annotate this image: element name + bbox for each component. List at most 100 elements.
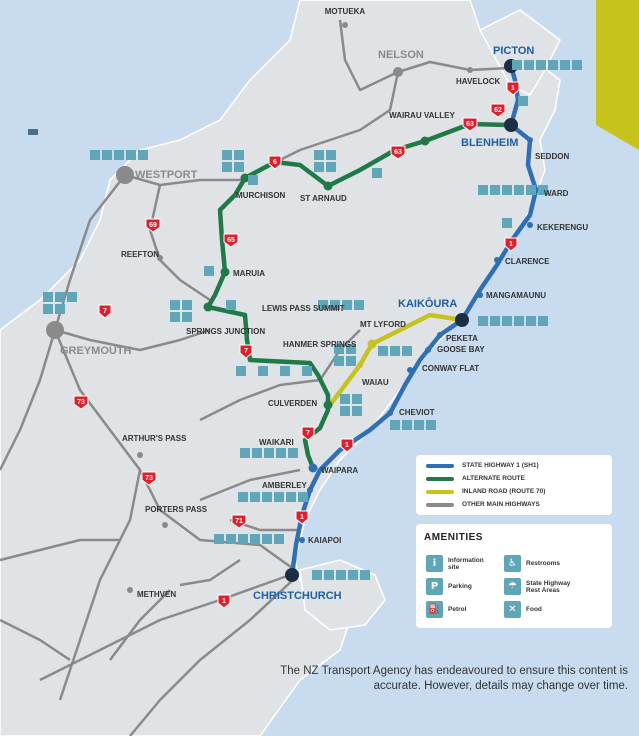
amenity-strip-st-arnaud	[314, 150, 336, 172]
label-amberley: AMBERLEY	[262, 481, 308, 490]
amenity-strip-westport	[90, 150, 148, 160]
amenity-strip-christchurch	[312, 570, 370, 580]
restrooms-icon: ♿	[504, 555, 521, 572]
amenity-strip-amberley	[238, 492, 308, 502]
amenity-food: ✕ Food	[504, 601, 542, 618]
amenity-strip-cheviot	[390, 420, 436, 430]
amenity-strip-greymouth	[43, 292, 77, 314]
label-methven: METHVEN	[137, 590, 176, 599]
legend-swatch-alternate	[426, 476, 454, 481]
shield-7: 7	[306, 430, 310, 437]
town-labels: MOTUEKA NELSON PICTON HAVELOCK BLENHEIM …	[60, 7, 588, 602]
amenity-info-label: Information site	[448, 556, 484, 571]
parking-icon: P	[426, 578, 443, 595]
legend-label-other: OTHER MAIN HIGHWAYS	[462, 501, 540, 508]
amenity-strip-mt-lyford	[378, 346, 412, 356]
legend-swatch-sh1	[426, 463, 454, 468]
highway-shields: 1 62 63 63 6 69 65 1 7 7 73 7 1 73 1 71 …	[73, 81, 520, 609]
legend-label-alternate: ALTERNATE ROUTE	[462, 475, 525, 482]
label-clarence: CLARENCE	[505, 257, 550, 266]
label-porters-pass: PORTERS PASS	[145, 505, 208, 514]
amenity-restrooms-label: Restrooms	[526, 560, 560, 567]
shield-1: 1	[222, 598, 226, 605]
info-icon: i	[426, 555, 443, 572]
amenity-strip-kaikoura	[478, 316, 548, 326]
label-arthurs-pass: ARTHUR'S PASS	[122, 434, 187, 443]
label-reefton: REEFTON	[121, 250, 159, 259]
amenity-strip-murchison-rest	[248, 175, 258, 185]
rest-area-icon: ☂	[504, 578, 521, 595]
label-christchurch: CHRISTCHURCH	[253, 590, 342, 602]
label-picton: PICTON	[493, 45, 534, 57]
label-ward: WARD	[544, 189, 569, 198]
shield-1: 1	[300, 514, 304, 521]
legend-swatch-inland	[426, 489, 454, 494]
shield-63: 63	[466, 121, 474, 128]
amenity-strip-seddon	[478, 185, 548, 195]
amenity-strip-kaiapoi	[214, 534, 284, 544]
label-cheviot: CHEVIOT	[399, 408, 435, 417]
label-st-arnaud: ST ARNAUD	[300, 194, 347, 203]
amenity-strip-springs-junction	[170, 300, 192, 322]
legend-row-alternate: ALTERNATE ROUTE	[416, 472, 612, 485]
shield-69: 69	[149, 222, 157, 229]
shield-6: 6	[273, 159, 277, 166]
label-goose-bay: GOOSE BAY	[437, 345, 485, 354]
amenity-info: i Information site	[426, 555, 492, 572]
amenities-legend: AMENITIES i Information site ♿ Restrooms…	[416, 524, 612, 628]
shield-7: 7	[103, 308, 107, 315]
amenity-petrol: ⛽ Petrol	[426, 601, 466, 618]
amenity-strip-waikari	[240, 448, 298, 458]
label-havelock: HAVELOCK	[456, 77, 501, 86]
label-waiau: WAIAU	[362, 378, 389, 387]
amenity-parking-label: Parking	[448, 583, 472, 590]
amenity-rest-areas: ☂ State Highway Rest Areas	[504, 578, 586, 595]
label-kaiapoi: KAIAPOI	[308, 536, 341, 545]
food-icon: ✕	[504, 601, 521, 618]
label-nelson: NELSON	[378, 49, 424, 61]
label-wairau-valley: WAIRAU VALLEY	[389, 111, 455, 120]
shield-63: 63	[394, 149, 402, 156]
amenity-food-label: Food	[526, 606, 542, 613]
amenity-strip-hanmer-2	[334, 344, 356, 366]
shield-7: 7	[244, 348, 248, 355]
shield-71: 71	[235, 518, 243, 525]
amenity-strip-maruia	[204, 266, 214, 276]
shield-73: 73	[145, 475, 153, 482]
shield-1: 1	[509, 241, 513, 248]
amenity-strip-wairau	[372, 168, 382, 178]
petrol-icon: ⛽	[426, 601, 443, 618]
shield-73: 73	[77, 399, 85, 406]
shield-1: 1	[511, 85, 515, 92]
legend-label-sh1: STATE HIGHWAY 1 (SH1)	[462, 462, 539, 469]
route-legend: STATE HIGHWAY 1 (SH1) ALTERNATE ROUTE IN…	[416, 455, 612, 515]
legend-row-inland: INLAND ROAD (ROUTE 70)	[416, 485, 612, 498]
label-lewis-pass: LEWIS PASS SUMMIT	[262, 304, 345, 313]
amenity-icon-strips	[43, 60, 582, 580]
map-marker-small	[28, 129, 38, 135]
label-hanmer-springs: HANMER SPRINGS	[283, 340, 357, 349]
amenity-strip-hanmer	[318, 300, 364, 310]
amenity-rest-areas-label: State Highway Rest Areas	[526, 579, 571, 594]
label-culverden: CULVERDEN	[268, 399, 317, 408]
label-waikari: WAIKARI	[259, 438, 294, 447]
legend-swatch-other	[426, 502, 454, 507]
label-greymouth: GREYMOUTH	[60, 345, 132, 357]
amenity-strip-culverden	[340, 394, 362, 416]
label-kaikoura: KAIKŌURA	[398, 298, 457, 310]
shield-62: 62	[494, 107, 502, 114]
amenity-strip-picton	[512, 60, 582, 70]
label-murchison: MURCHISON	[236, 191, 286, 200]
amenity-strip-murchison	[222, 150, 244, 172]
disclaimer-text: The NZ Transport Agency has endeavoured …	[280, 665, 628, 692]
amenity-restrooms: ♿ Restrooms	[504, 555, 560, 572]
amenity-strip-ward	[502, 218, 512, 228]
amenity-strip-havelock	[518, 96, 528, 106]
label-seddon: SEDDON	[535, 152, 569, 161]
label-blenheim: BLENHEIM	[461, 137, 518, 149]
label-mangamaunu: MANGAMAUNU	[486, 291, 546, 300]
label-mt-lyford: MT LYFORD	[360, 320, 406, 329]
legend-row-other: OTHER MAIN HIGHWAYS	[416, 498, 612, 511]
legend-row-sh1: STATE HIGHWAY 1 (SH1)	[416, 459, 612, 472]
